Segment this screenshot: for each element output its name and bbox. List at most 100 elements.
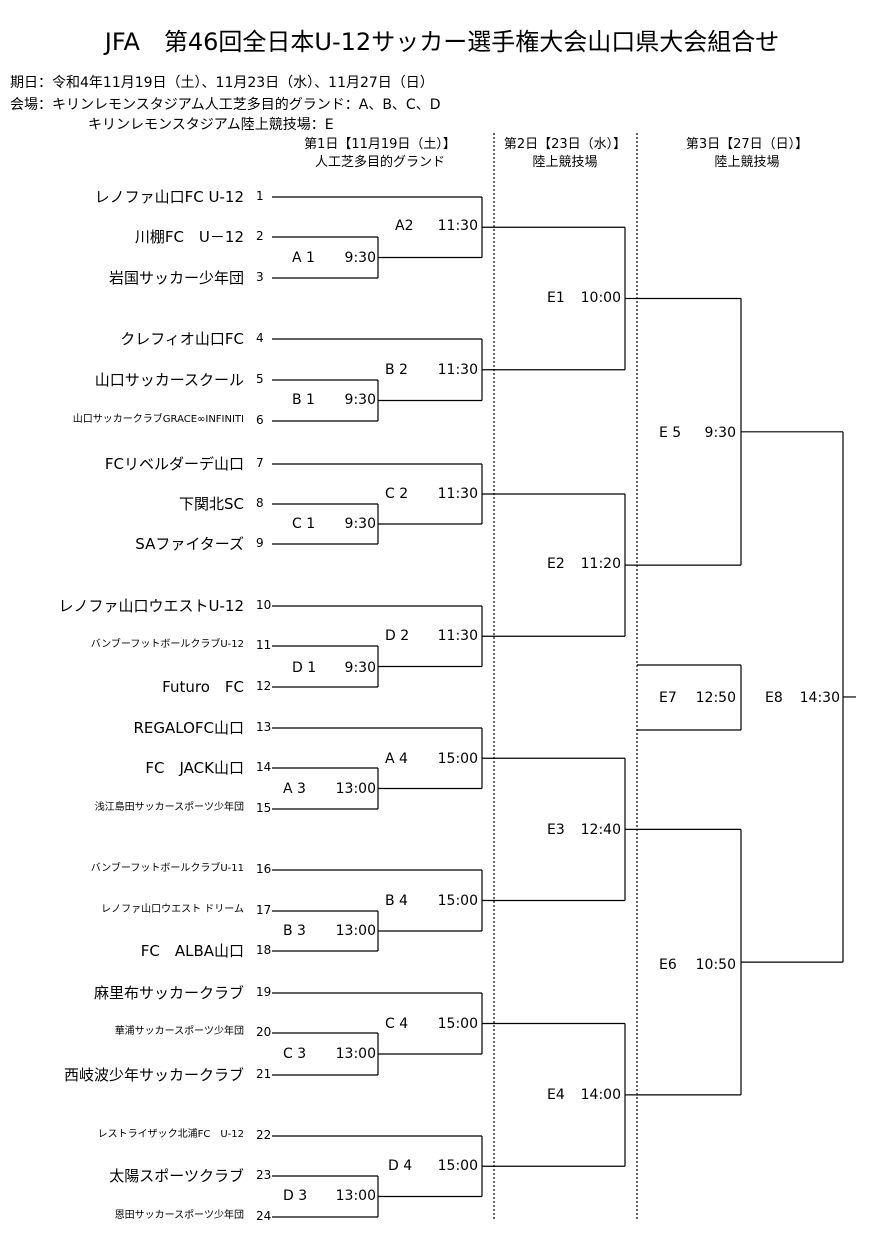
- team-name: 麻里布サッカークラブ: [93, 984, 244, 1002]
- team-number: 10: [256, 598, 272, 612]
- match-code: D 1: [292, 660, 317, 676]
- team-number: 23: [256, 1168, 272, 1182]
- team-number: 3: [256, 270, 264, 284]
- column-header-day1: 第1日【11月19日（土）】 人工芝多目的グランド: [280, 136, 480, 172]
- match-time: 15:00: [437, 893, 478, 909]
- event-venue-1: 会場：キリンレモンスタジアム人工芝多目的グランド：A、B、C、D: [10, 97, 441, 113]
- team-number: 16: [256, 862, 272, 876]
- team-name: 山口サッカースクール: [94, 371, 244, 389]
- match-time: 13:00: [335, 923, 376, 939]
- match-code: E4: [547, 1087, 565, 1103]
- match-time: 13:00: [335, 1046, 376, 1062]
- team-name: 浅江島田サッカースポーツ少年団: [94, 802, 244, 813]
- match-code: D 4: [388, 1158, 413, 1174]
- match-code: E7: [659, 690, 677, 706]
- team-name: FC JACK山口: [145, 759, 244, 777]
- match-time: 15:00: [437, 751, 478, 767]
- match-code: C 3: [283, 1046, 307, 1062]
- team-number: 12: [256, 679, 272, 693]
- match-time: 15:00: [437, 1016, 478, 1032]
- team-number: 21: [256, 1067, 272, 1081]
- team-number: 19: [256, 985, 272, 999]
- team-number: 9: [256, 536, 264, 550]
- match-time: 11:30: [437, 628, 478, 644]
- column-venue-label: 人工芝多目的グランド: [314, 155, 445, 170]
- event-dates: 期日：令和4年11月19日（土）、11月23日（水）、11月27日（日）: [10, 75, 434, 91]
- team-name: 華浦サッカースポーツ少年団: [114, 1026, 244, 1037]
- page-title: JFA 第46回全日本U-12サッカー選手権大会山口県大会組合せ: [104, 28, 780, 56]
- event-venue-2: キリンレモンスタジアム陸上競技場：E: [88, 117, 334, 133]
- team-name: レノファ山口FC U-12: [94, 188, 244, 206]
- match-code: E1: [547, 290, 565, 306]
- column-venue-label: 陸上競技場: [714, 155, 780, 170]
- team-number: 17: [256, 903, 272, 917]
- column-header-day2: 第2日【23日（水）】 陸上競技場: [494, 136, 636, 172]
- team-number: 14: [256, 760, 272, 774]
- match-code: B 3: [283, 923, 306, 939]
- match-code: C 4: [385, 1016, 409, 1032]
- match-time: 9:30: [704, 425, 736, 441]
- column-venue-label: 陸上競技場: [532, 155, 598, 170]
- match-time: 12:50: [695, 690, 736, 706]
- team-number: 1: [256, 189, 264, 203]
- team-number: 24: [256, 1209, 272, 1223]
- match-time: 9:30: [344, 250, 376, 266]
- team-name: 西岐波少年サッカークラブ: [63, 1066, 244, 1084]
- match-code: A 3: [283, 781, 306, 797]
- team-number: 11: [256, 638, 272, 652]
- match-time: 11:20: [580, 556, 621, 572]
- team-name: バンブーフットボールクラブU-11: [90, 863, 244, 874]
- team-name: 山口サッカークラブGRACE∞INFINITI: [72, 414, 244, 425]
- match-time: 15:00: [437, 1158, 478, 1174]
- team-number: 8: [256, 496, 264, 510]
- match-time: 9:30: [344, 392, 376, 408]
- team-name: レストライザック北浦FC U-12: [97, 1129, 244, 1140]
- match-code: C 2: [385, 486, 409, 502]
- team-name: 下関北SC: [179, 495, 244, 513]
- team-number: 15: [256, 801, 272, 815]
- match-code: E8: [765, 690, 783, 706]
- team-name: SAファイターズ: [135, 535, 244, 553]
- team-number: 6: [256, 413, 264, 427]
- match-code: E3: [547, 822, 565, 838]
- team-name: バンブーフットボールクラブU-12: [90, 639, 244, 650]
- team-number: 2: [256, 229, 264, 243]
- team-name: 恩田サッカースポーツ少年団: [114, 1210, 244, 1221]
- team-name: FC ALBA山口: [140, 942, 244, 960]
- match-time: 9:30: [344, 660, 376, 676]
- team-name: REGALOFC山口: [133, 719, 244, 737]
- match-time: 13:00: [335, 781, 376, 797]
- match-code: B 2: [385, 362, 408, 378]
- team-number: 20: [256, 1025, 272, 1039]
- match-code: B 4: [385, 893, 408, 909]
- match-code: A2: [395, 218, 414, 234]
- match-code: A 4: [385, 751, 408, 767]
- match-code: E6: [659, 957, 677, 973]
- team-number: 22: [256, 1128, 272, 1142]
- match-time: 12:40: [580, 822, 621, 838]
- team-name: Futuro FC: [162, 678, 244, 696]
- match-time: 11:30: [437, 362, 478, 378]
- match-code: A 1: [292, 250, 315, 266]
- match-time: 9:30: [344, 516, 376, 532]
- team-name: クレフィオ山口FC: [120, 330, 244, 348]
- match-time: 10:00: [580, 290, 621, 306]
- match-code: C 1: [292, 516, 316, 532]
- team-name: 岩国サッカー少年団: [108, 269, 244, 287]
- column-day-label: 第3日【27日（日）】: [685, 137, 809, 152]
- match-time: 14:00: [580, 1087, 621, 1103]
- team-name: レノファ山口ウエスト ドリーム: [101, 904, 244, 915]
- team-number: 13: [256, 720, 272, 734]
- match-time: 13:00: [335, 1188, 376, 1204]
- match-time: 11:30: [437, 486, 478, 502]
- team-number: 18: [256, 943, 272, 957]
- match-code: D 3: [283, 1188, 308, 1204]
- team-number: 5: [256, 372, 264, 386]
- team-name: FCリベルダーデ山口: [104, 455, 244, 473]
- match-time: 10:50: [695, 957, 736, 973]
- team-number: 7: [256, 456, 264, 470]
- team-number: 4: [256, 331, 264, 345]
- match-code: E2: [547, 556, 565, 572]
- column-day-label: 第1日【11月19日（土）】: [304, 137, 456, 152]
